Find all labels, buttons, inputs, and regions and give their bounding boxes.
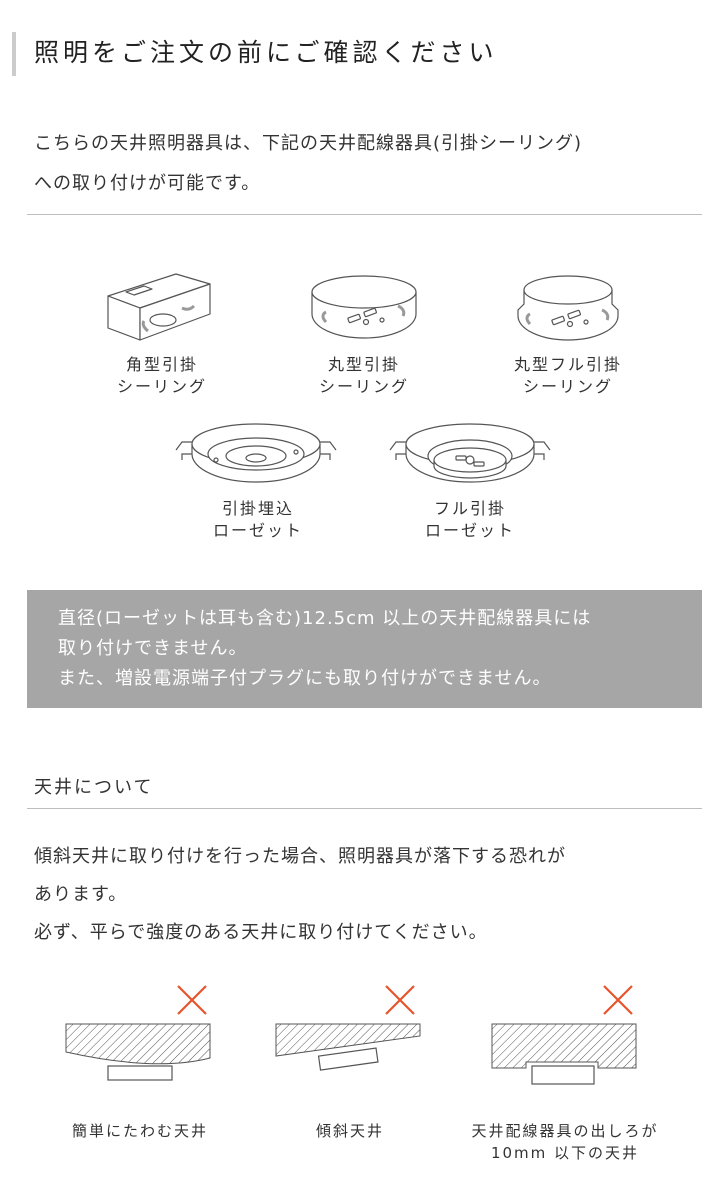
device-name-line2: シーリング — [318, 377, 409, 396]
intro-line-2: への取り付けが可能です。 — [34, 173, 261, 194]
ng-caption-sloped: 傾斜天井 — [262, 1120, 438, 1142]
device-name-line2: ローゼット — [424, 521, 515, 540]
device-name-line2: ローゼット — [212, 521, 303, 540]
notice-box — [27, 590, 702, 708]
ceiling-warning-text: 傾斜天井に取り付けを行った場合、照明器具が落下する恐れが あります。 必ず、平ら… — [34, 838, 706, 952]
device-name-line2: シーリング — [522, 377, 613, 396]
embedded-rosette-icon — [175, 423, 337, 483]
title-accent-bar — [12, 32, 16, 76]
full-rosette-icon — [389, 423, 551, 483]
ng-caption-line1: 簡単にたわむ天井 — [71, 1122, 208, 1140]
notice-line-3: また、増設電源端子付プラグにも取り付けができません。 — [58, 668, 552, 689]
notice-text: 直径(ローゼットは耳も含む)12.5cm 以上の天井配線器具には 取り付けできま… — [58, 604, 698, 694]
device-label-square-ceiling: 角型引掛 シーリング — [82, 354, 242, 398]
intro-text: こちらの天井照明器具は、下記の天井配線器具(引掛シーリング) への取り付けが可能… — [34, 124, 706, 204]
section-title-ceiling: 天井について — [34, 777, 154, 798]
page-title: 照明をご注文の前にご確認ください — [34, 38, 498, 67]
ng-caption-line2: 10mm 以下の天井 — [490, 1144, 640, 1162]
device-name-line1: 引掛埋込 — [221, 499, 294, 518]
device-name-line1: フル引掛 — [433, 499, 506, 518]
recessed-socket-ceiling-icon — [491, 985, 637, 1085]
ng-cross-icon — [385, 985, 415, 1015]
square-ceiling-socket-icon — [107, 273, 211, 341]
ceiling-warning-line-3: 必ず、平らで強度のある天井に取り付けてください。 — [34, 922, 488, 943]
divider — [27, 808, 702, 809]
ng-caption-sagging: 簡単にたわむ天井 — [52, 1120, 228, 1142]
notice-line-2: 取り付けできません。 — [58, 638, 248, 659]
device-name-line1: 角型引掛 — [125, 355, 198, 374]
round-ceiling-socket-icon — [311, 275, 417, 339]
ng-cross-icon — [177, 985, 207, 1015]
device-label-round-full-ceiling: 丸型フル引掛 シーリング — [488, 354, 648, 398]
device-name-line1: 丸型引掛 — [327, 355, 400, 374]
ceiling-warning-line-2: あります。 — [34, 884, 128, 905]
device-name-line2: シーリング — [116, 377, 207, 396]
device-label-full-rosette: フル引掛 ローゼット — [390, 498, 550, 542]
sagging-ceiling-icon — [65, 985, 211, 1081]
round-full-ceiling-socket-icon — [517, 275, 619, 341]
notice-line-1: 直径(ローゼットは耳も含む)12.5cm 以上の天井配線器具には — [58, 608, 592, 629]
intro-line-1: こちらの天井照明器具は、下記の天井配線器具(引掛シーリング) — [34, 133, 583, 154]
sloped-ceiling-icon — [275, 985, 421, 1071]
ng-caption-line1: 傾斜天井 — [315, 1122, 384, 1140]
ceiling-warning-line-1: 傾斜天井に取り付けを行った場合、照明器具が落下する恐れが — [34, 846, 566, 867]
device-name-line1: 丸型フル引掛 — [513, 355, 622, 374]
ng-cross-icon — [603, 985, 633, 1015]
device-label-round-ceiling: 丸型引掛 シーリング — [284, 354, 444, 398]
ng-caption-recessed: 天井配線器具の出しろが 10mm 以下の天井 — [450, 1120, 680, 1164]
divider — [27, 214, 702, 215]
ng-caption-line1: 天井配線器具の出しろが — [471, 1122, 659, 1140]
device-label-embedded-rosette: 引掛埋込 ローゼット — [178, 498, 338, 542]
